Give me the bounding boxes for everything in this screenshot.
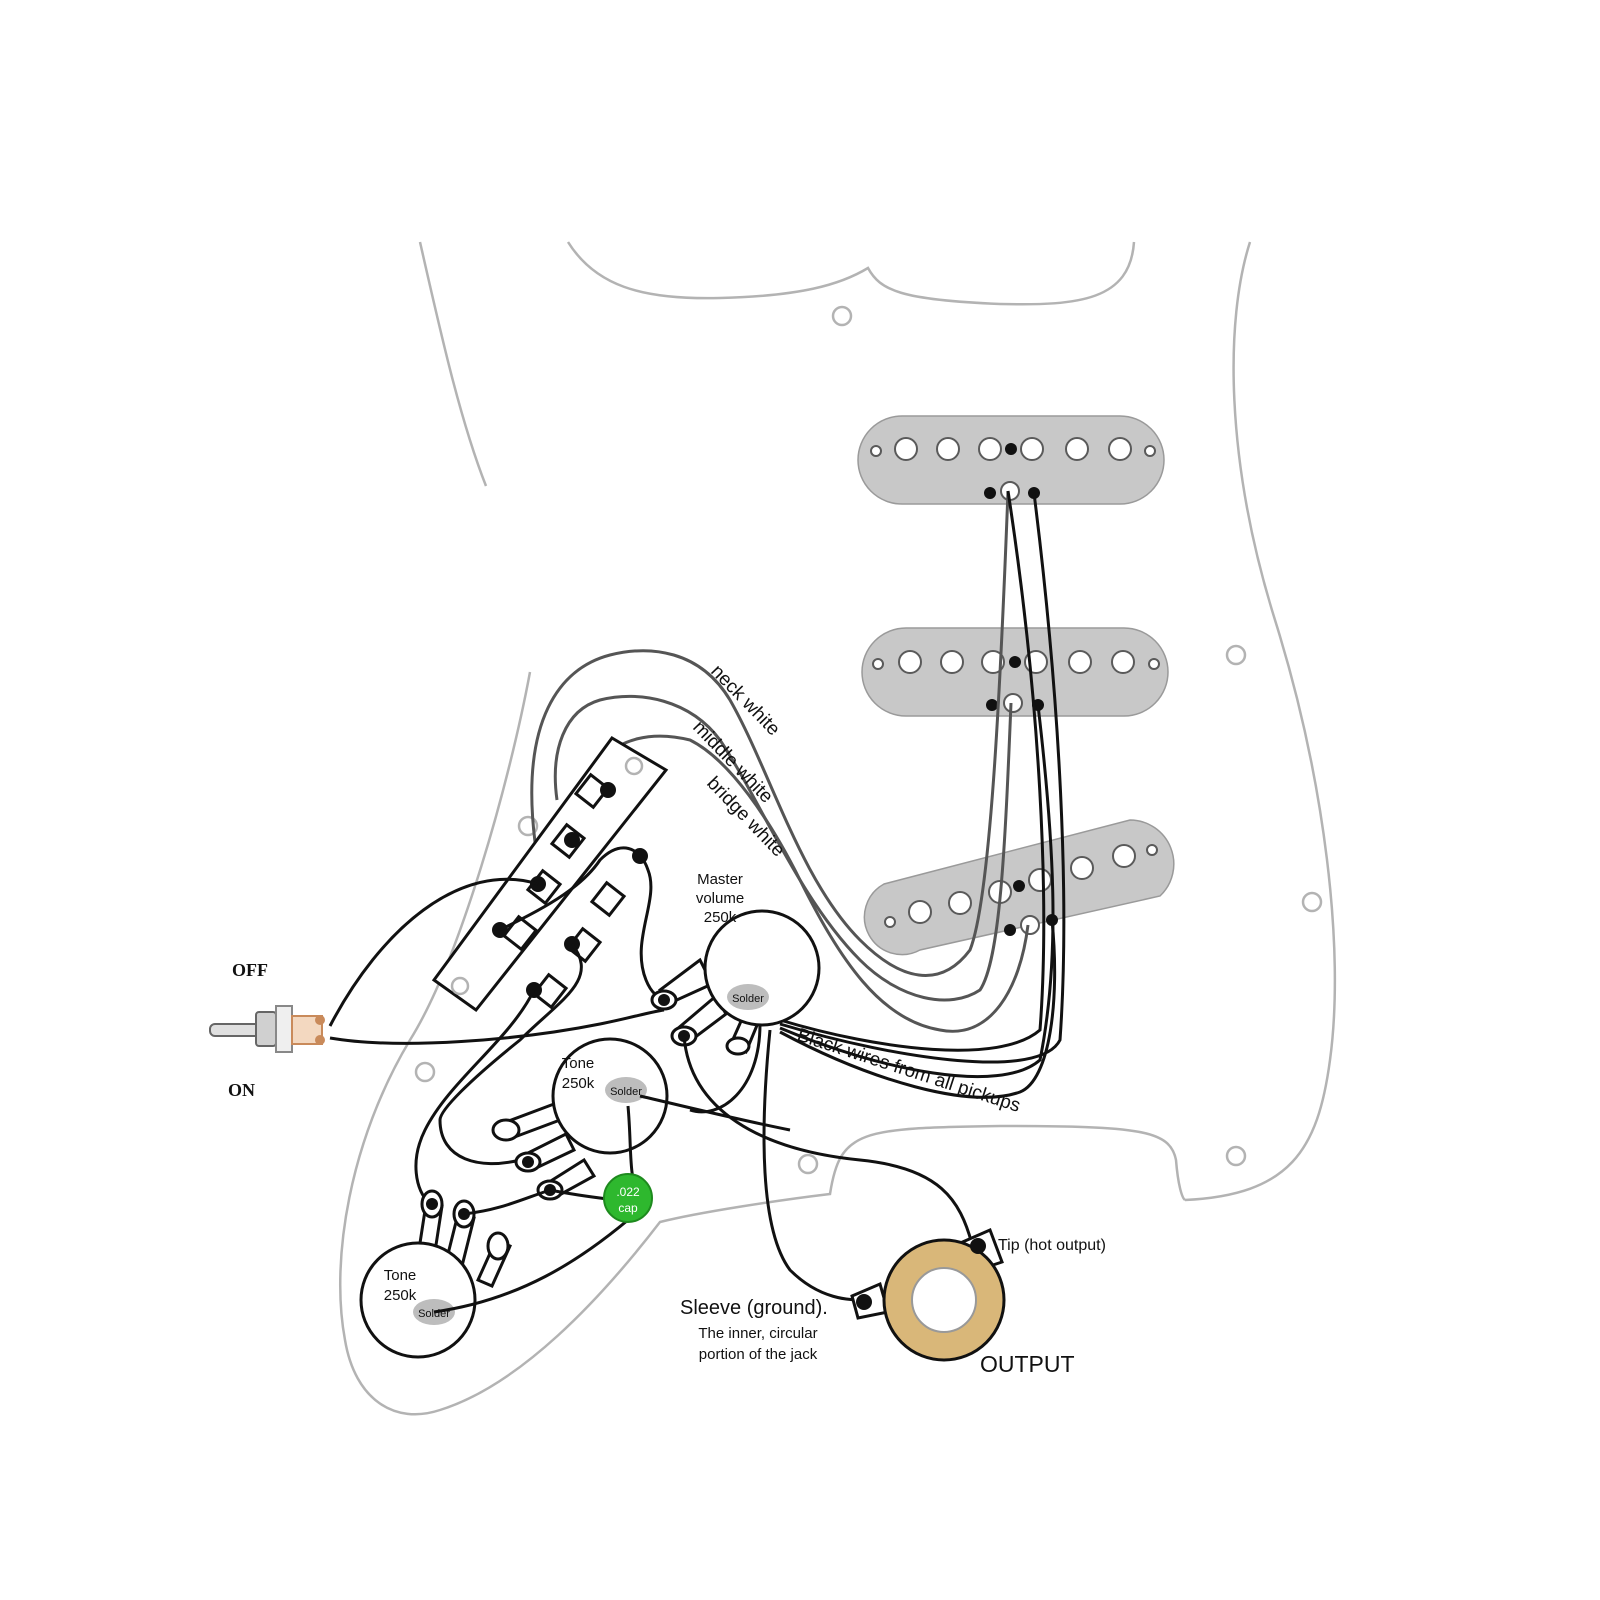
master-volume-label-3: 250k	[704, 909, 737, 926]
capacitor: .022 cap	[603, 1173, 653, 1223]
sleeve-desc-label-1: The inner, circular	[698, 1325, 817, 1342]
output-label: OUTPUT	[980, 1351, 1075, 1377]
toggle-switch	[209, 1005, 325, 1053]
lower-tone-label-2: 250k	[384, 1287, 417, 1304]
sleeve-desc-label-2: portion of the jack	[699, 1346, 818, 1363]
tip-label: Tip (hot output)	[998, 1237, 1106, 1254]
output-jack	[850, 1227, 1006, 1362]
toggle-on-label: ON	[228, 1080, 255, 1100]
bridge-pickup	[863, 819, 1175, 956]
lower-tone-label-1: Tone	[384, 1267, 417, 1284]
volume-solder-label: Solder	[732, 993, 764, 1005]
master-volume-label-2: volume	[696, 890, 744, 907]
master-volume-label-1: Master	[697, 871, 743, 888]
cap-value-label: .022	[616, 1185, 640, 1199]
switch-wires	[328, 846, 665, 1206]
pickup-white-wires	[530, 490, 1030, 1033]
neck-pickup	[857, 415, 1165, 505]
sleeve-title-label: Sleeve (ground).	[680, 1297, 828, 1319]
cap-label: cap	[618, 1201, 638, 1215]
pickup-black-wires	[779, 490, 1066, 1099]
middle-pickup	[861, 627, 1169, 717]
upper-tone-solder-label: Solder	[610, 1086, 642, 1098]
upper-tone-label-1: Tone	[562, 1055, 595, 1072]
five-way-switch	[431, 736, 669, 1013]
toggle-off-label: OFF	[232, 960, 268, 980]
pot-wires	[433, 1023, 974, 1314]
tone-pot-upper: Solder	[491, 1037, 669, 1201]
black-wires-label: Black wires from all pickups	[794, 1025, 1022, 1117]
upper-tone-label-2: 250k	[562, 1075, 595, 1092]
